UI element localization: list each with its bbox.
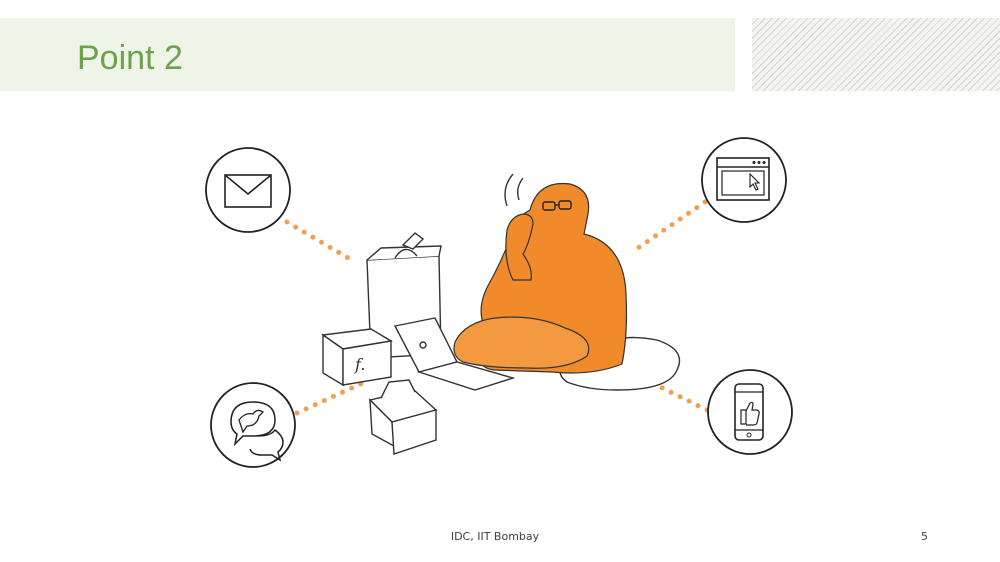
chat-bird-icon: [210, 382, 296, 468]
hatched-corner-decoration: [752, 18, 1000, 91]
smartphone-thumbs-up-icon: [707, 369, 793, 455]
footer-text: IDC, IIT Bombay: [450, 530, 540, 543]
envelope-icon: [205, 147, 291, 233]
laptop-sketch: [393, 317, 516, 391]
person-shopping-online-illustration: f.: [205, 137, 793, 468]
svg-text:f.: f.: [354, 355, 365, 374]
title-band: [0, 18, 735, 91]
person-figure: [453, 173, 628, 374]
browser-window-icon: [701, 137, 787, 223]
page-number: 5: [921, 530, 928, 543]
box-sketch: f.: [321, 328, 393, 387]
open-box-sketch: [368, 379, 438, 455]
slide-title: Point 2: [77, 39, 183, 77]
